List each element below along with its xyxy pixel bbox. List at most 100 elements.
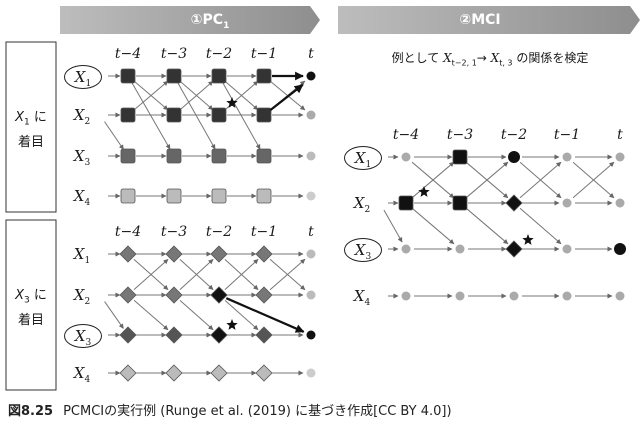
time-label: t	[617, 127, 623, 143]
var-sub: 3	[84, 158, 91, 168]
causal-link	[383, 209, 403, 243]
g3-node	[614, 243, 626, 255]
variable-label-x4: X4	[64, 362, 100, 385]
causal-link	[179, 80, 214, 111]
phase1-banner	[60, 6, 320, 34]
g1-node	[166, 188, 182, 204]
causal-link	[572, 161, 615, 199]
g1-node	[211, 107, 227, 123]
g3-node	[401, 291, 411, 301]
var-name: X	[73, 187, 85, 205]
time-label: t−2	[205, 46, 233, 62]
var-sub: 3	[85, 338, 92, 348]
g2-node	[165, 326, 183, 344]
g1-node	[120, 107, 136, 123]
g2-node	[119, 286, 137, 304]
g2-node	[165, 364, 183, 382]
g1-node	[306, 110, 316, 120]
causal-link	[224, 299, 259, 331]
g2-node	[255, 364, 273, 382]
g2-node	[165, 245, 183, 263]
g3-node	[455, 244, 465, 254]
g1-node	[256, 107, 272, 123]
variable-label-x1: X1	[64, 65, 102, 89]
g3-node	[562, 244, 572, 254]
var-name: X	[353, 287, 365, 305]
star-marker	[522, 234, 534, 245]
phase2-banner	[338, 6, 640, 34]
side-label-x3: X3 に 着目	[15, 288, 47, 328]
var-name: X	[74, 327, 86, 345]
var-sub: 1	[84, 256, 91, 266]
g3-node	[562, 152, 572, 162]
time-label: t−4	[392, 127, 420, 143]
causal-link	[177, 82, 216, 150]
g2-node	[306, 249, 316, 259]
g2-node	[119, 245, 137, 263]
g2-node	[165, 286, 183, 304]
star-marker	[418, 186, 430, 197]
var-sub: 3	[365, 252, 372, 262]
g2-node	[306, 330, 316, 340]
var-name: X	[73, 286, 85, 304]
g3-node	[505, 240, 523, 258]
g2-node	[210, 286, 228, 304]
g1-node	[166, 148, 182, 164]
time-label: t−4	[114, 224, 142, 240]
var-sub: 2	[364, 205, 371, 215]
causal-link	[131, 82, 171, 150]
side-label-x1: X1 に 着目	[15, 110, 47, 150]
causal-link	[519, 207, 562, 245]
time-label: t−3	[160, 46, 188, 62]
g3-node	[615, 291, 625, 301]
time-label: t−3	[160, 224, 188, 240]
causal-link	[222, 82, 261, 150]
g2-node	[210, 326, 228, 344]
phase2-note: 例として Xt−2, 1→ Xt, 3 の関係を検定	[391, 51, 589, 68]
star-marker	[226, 319, 238, 330]
causal-link	[519, 161, 562, 199]
g3-node	[455, 291, 465, 301]
causal-link	[465, 207, 509, 245]
g1-node	[306, 71, 316, 81]
g1-node	[120, 148, 136, 164]
variable-label-x3: X3	[344, 238, 382, 262]
var-sub: 1	[85, 79, 92, 89]
g3-node	[452, 149, 468, 165]
causal-link	[104, 121, 124, 150]
g1-node	[120, 68, 136, 84]
g1-node	[211, 188, 227, 204]
var-name: X	[73, 245, 85, 263]
g3-node	[562, 198, 572, 208]
g2-node	[210, 245, 228, 263]
variable-label-x1: X1	[64, 243, 100, 266]
figure-number: 図8.25	[8, 404, 54, 419]
g1-node	[211, 68, 227, 84]
caption-text: PCMCIの実行例 (Runge et al. (2019) に基づき作成[CC…	[63, 404, 452, 419]
variable-label-x2: X2	[64, 284, 100, 307]
time-label: t−3	[446, 127, 474, 143]
causal-link	[104, 301, 124, 329]
causal-link-strong	[225, 297, 305, 333]
causal-link	[224, 259, 259, 290]
g2-node	[255, 245, 273, 263]
variable-label-x3: X3	[64, 145, 100, 168]
causal-graphs	[104, 68, 626, 382]
g1-node	[306, 151, 316, 161]
g1-node	[306, 191, 316, 201]
g1-node	[166, 68, 182, 84]
causal-link	[269, 258, 306, 291]
g3-node	[401, 244, 411, 254]
g1-node	[256, 68, 272, 84]
causal-link	[411, 207, 455, 245]
phase1-title: ①PC1	[190, 12, 230, 31]
var-name: X	[73, 364, 85, 382]
g2-node	[306, 368, 316, 378]
side-box-x1	[5, 41, 57, 213]
g1-node	[211, 148, 227, 164]
phase2-title: ②MCI	[459, 12, 501, 28]
variable-label-x2: X2	[344, 192, 380, 215]
time-label: t−1	[250, 224, 278, 240]
time-label: t	[308, 224, 314, 240]
